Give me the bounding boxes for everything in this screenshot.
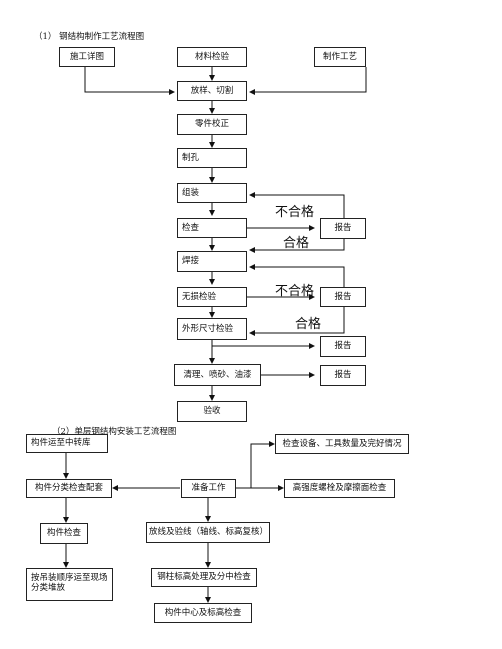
box-report-4: 报告 bbox=[320, 365, 366, 386]
label-fail-2: 不合格 bbox=[275, 284, 315, 299]
arrow-fail-to-assembly bbox=[249, 192, 345, 218]
box-drilling: 制孔 bbox=[177, 148, 247, 168]
box-preparation: 准备工作 bbox=[181, 479, 236, 498]
label-pass-1: 合格 bbox=[283, 236, 310, 251]
box-dimension-inspection: 外形尺寸检验 bbox=[177, 318, 247, 340]
arrow-fail-to-welding bbox=[249, 264, 345, 287]
arrow-prepare-to-tools bbox=[250, 441, 275, 488]
box-acceptance: 验收 bbox=[177, 401, 247, 422]
arrow-process-to-cutting bbox=[249, 67, 367, 95]
box-welding: 焊接 bbox=[177, 251, 247, 272]
box-center-elevation: 构件中心及标高检查 bbox=[154, 603, 252, 623]
box-part-correction: 零件校正 bbox=[177, 114, 247, 135]
box-transfer-warehouse: 构件运至中转库 bbox=[26, 434, 108, 453]
box-material-inspection: 材料检验 bbox=[177, 47, 247, 67]
box-classify-check: 构件分类检查配套 bbox=[26, 479, 112, 498]
arrow-drawing-to-cutting bbox=[84, 67, 175, 95]
box-axis-check: 放线及验线（轴线、标高复核） bbox=[146, 522, 270, 543]
box-site-stacking: 按吊装顺序运至现场分类堆放 bbox=[26, 568, 113, 601]
box-bolt-check: 高强度螺栓及摩擦面检查 bbox=[284, 479, 395, 498]
box-fabrication-process: 制作工艺 bbox=[314, 47, 366, 67]
box-cleaning-painting: 清理、喷砂、油漆 bbox=[174, 364, 261, 386]
arrow-pass-to-welding bbox=[249, 239, 345, 253]
box-ndt: 无损检验 bbox=[177, 287, 247, 307]
box-report-2: 报告 bbox=[320, 287, 366, 307]
box-construction-drawing: 施工详图 bbox=[59, 47, 115, 67]
label-pass-2: 合格 bbox=[295, 317, 322, 332]
box-tools-check: 检查设备、工具数量及完好情况 bbox=[275, 434, 409, 454]
section1-title: （1） 钢结构制作工艺流程图 bbox=[34, 32, 145, 42]
box-inspection: 检查 bbox=[177, 218, 247, 238]
box-report-1: 报告 bbox=[320, 218, 366, 239]
box-assembly: 组装 bbox=[177, 183, 247, 203]
box-column-elevation: 钢柱标高处理及分中检查 bbox=[151, 568, 257, 587]
box-report-3: 报告 bbox=[320, 336, 366, 357]
arrow-pass-to-dimension bbox=[249, 307, 345, 336]
box-component-check: 构件检查 bbox=[40, 523, 88, 544]
section2-title: （2）单层钢结构安装工艺流程图 bbox=[52, 427, 177, 437]
label-fail-1: 不合格 bbox=[275, 205, 315, 220]
box-layout-cutting: 放样、切割 bbox=[177, 81, 247, 101]
